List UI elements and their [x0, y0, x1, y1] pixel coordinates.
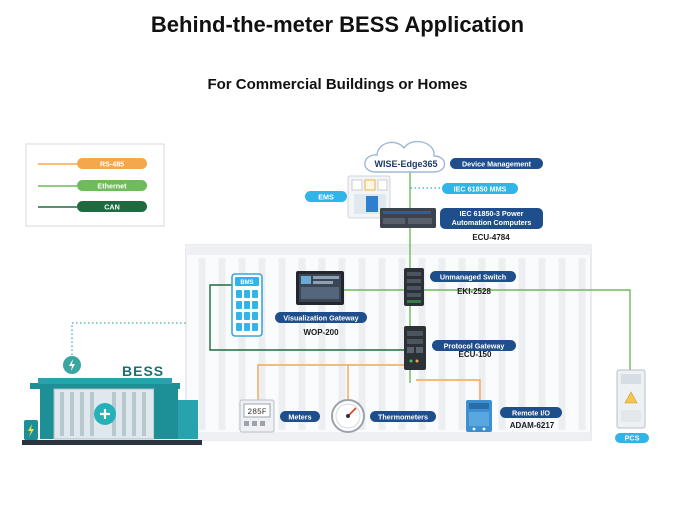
meter-display: 285F: [247, 408, 266, 417]
ems-device-icon: [347, 175, 391, 219]
unmanaged-switch-text: Unmanaged Switch: [440, 273, 506, 282]
unmanaged-switch-tag: [430, 271, 516, 282]
ecu4784-device-icon: [380, 208, 436, 228]
bess-label: BESS: [122, 363, 164, 379]
pcs-text: PCS: [625, 434, 640, 443]
remote-io-text: Remote I/O: [512, 409, 550, 418]
cloud-label: WISE-Edge365: [374, 159, 437, 169]
legend-rs485-label: RS-485: [100, 160, 124, 169]
protocol-gateway-tag: [432, 340, 516, 351]
page-subtitle: For Commercial Buildings or Homes: [207, 76, 468, 93]
ems-tag: [305, 191, 347, 202]
ecu150-model: ECU-150: [459, 350, 492, 359]
ecu4784-model: ECU-4784: [472, 233, 510, 242]
legend-rs485-badge: [77, 158, 147, 169]
iec61850-mms-text: IEC 61850 MMS: [454, 185, 507, 194]
visualization-gateway-tag: [275, 312, 367, 323]
legend: RS-485 Ethernet CAN: [25, 143, 165, 227]
meters-tag: [280, 411, 320, 422]
visualization-gateway-text: Visualization Gateway: [283, 314, 358, 323]
legend-can-badge: [77, 201, 147, 212]
iec-power-line2: Automation Computers: [452, 218, 532, 227]
ems-text: EMS: [318, 193, 334, 202]
legend-ethernet-badge: [77, 180, 147, 191]
device-management-tag: [450, 158, 543, 169]
device-management-text: Device Management: [462, 160, 532, 169]
legend-ethernet-label: Ethernet: [97, 182, 127, 191]
meter-device-icon: 285F: [239, 399, 275, 433]
remote-io-tag: [500, 407, 562, 418]
pcs-cabinet-icon: [616, 369, 646, 429]
pcs-tag: [615, 433, 649, 443]
bms-label: BMS: [240, 280, 253, 286]
legend-can-label: CAN: [104, 203, 120, 212]
eki2528-model: EKI-2528: [457, 287, 491, 296]
meters-text: Meters: [288, 413, 311, 422]
protocol-gateway-text: Protocol Gateway: [444, 342, 505, 351]
iec61850-mms-tag: [442, 183, 518, 194]
page-title: Behind-the-meter BESS Application: [150, 12, 525, 37]
ecu150-gateway-icon: [404, 326, 426, 370]
bess-unit: BESS: [22, 356, 202, 445]
adam6217-remote-io-icon: [466, 400, 492, 432]
thermometer-gauge-icon: [331, 399, 365, 433]
thermometers-tag: [370, 411, 436, 422]
iec-power-line1: IEC 61850-3 Power: [460, 209, 524, 218]
eki2528-switch-icon: [404, 268, 424, 306]
wop200-model: WOP-200: [303, 328, 339, 337]
thermometers-text: Thermometers: [378, 413, 428, 422]
bms-rack-icon: BMS: [231, 273, 263, 337]
iec-power-automation-tag: [440, 208, 543, 229]
cloud-icon: WISE-Edge365: [364, 140, 446, 173]
adam6217-model: ADAM-6217: [510, 421, 555, 430]
wop200-panel-icon: [296, 271, 344, 305]
